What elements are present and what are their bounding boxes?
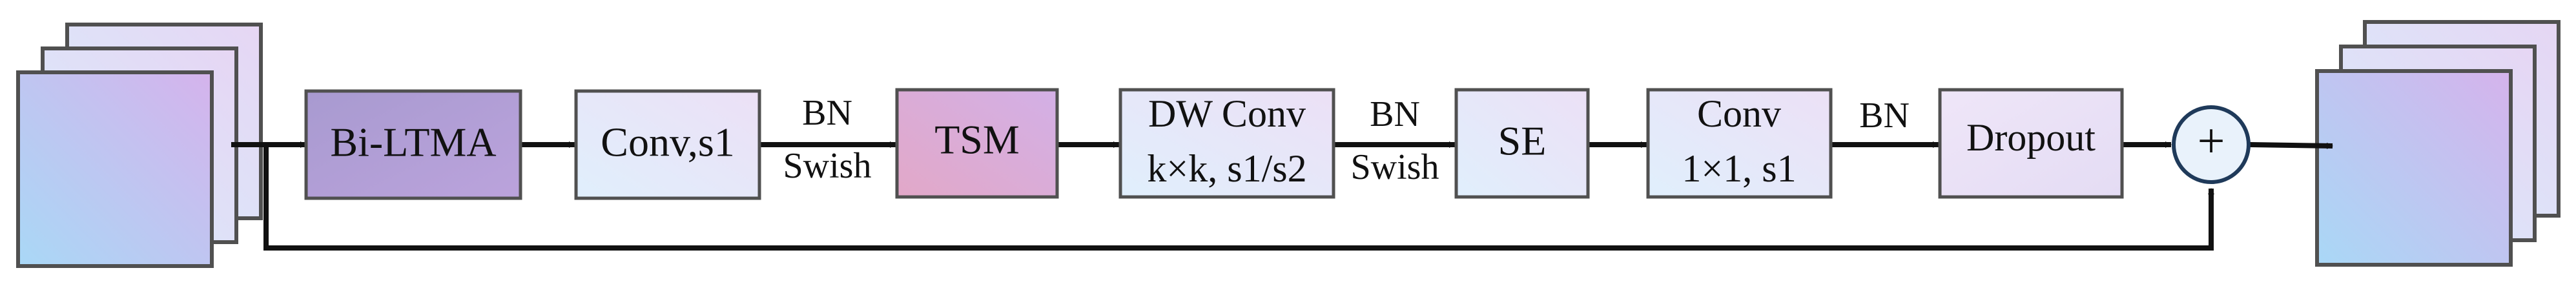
edge-label-bn-2: BN — [1370, 94, 1420, 134]
arrow-add-to-output — [2249, 142, 2333, 149]
conv-s1-label: Conv,s1 — [601, 119, 734, 165]
tsm-label: TSM — [934, 117, 1020, 163]
residual-skip-connection — [263, 145, 2214, 251]
block-conv-1x1: Conv 1×1, s1 — [1646, 88, 1833, 199]
block-bi-ltma: Bi-LTMA — [304, 89, 522, 200]
bi-ltma-label: Bi-LTMA — [330, 119, 496, 165]
output-layer-front — [2315, 69, 2513, 267]
plus-icon: + — [2198, 114, 2225, 168]
block-tsm: TSM — [895, 88, 1059, 199]
block-dropout: Dropout — [1938, 88, 2124, 199]
conv-1x1-label-line1: Conv — [1697, 92, 1781, 135]
connections — [231, 141, 2333, 251]
dw-conv-label-line2: k×k, s1/s2 — [1147, 147, 1306, 190]
edge-label-bn-1: BN — [802, 93, 852, 133]
conv-1x1-label-line2: 1×1, s1 — [1682, 147, 1796, 190]
dw-conv-label-line1: DW Conv — [1148, 92, 1306, 135]
add-circle — [2172, 105, 2251, 184]
edge-label-swish-2: Swish — [1351, 147, 1439, 187]
block-se: SE — [1454, 88, 1590, 199]
output-feature-stack — [2315, 20, 2561, 267]
input-layer-front — [16, 70, 214, 268]
input-feature-stack — [16, 23, 263, 268]
edge-label-bn-3: BN — [1859, 96, 1910, 136]
se-label: SE — [1498, 118, 1547, 164]
addition-node: + — [2172, 105, 2251, 184]
block-dw-conv: DW Conv k×k, s1/s2 — [1118, 88, 1335, 199]
dropout-label: Dropout — [1966, 116, 2096, 159]
block-conv-s1: Conv,s1 — [574, 89, 761, 200]
edge-label-swish-1: Swish — [783, 146, 872, 186]
